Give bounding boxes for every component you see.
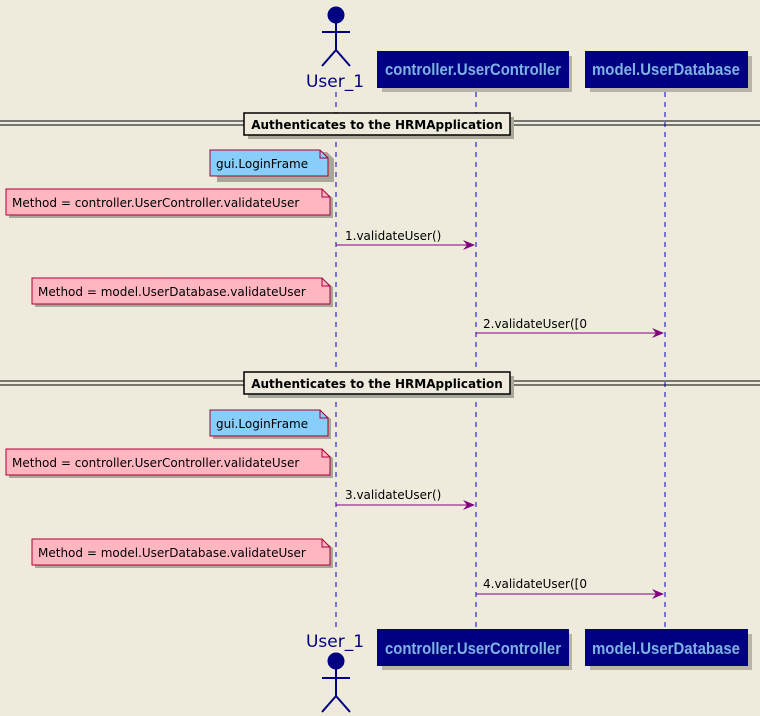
divider-label: Authenticates to the HRMApplication: [251, 377, 503, 391]
participant-label: controller.UserController: [385, 60, 561, 79]
arrowhead-icon: [463, 500, 475, 510]
divider-label: Authenticates to the HRMApplication: [251, 118, 503, 132]
arrowhead-icon: [463, 240, 475, 250]
section-divider-1: Authenticates to the HRMApplication: [0, 112, 760, 139]
actor-user-1-bottom[interactable]: User_1: [306, 632, 364, 713]
participant-model-bottom[interactable]: model.UserDatabase: [585, 629, 752, 670]
section-divider-2: Authenticates to the HRMApplication: [0, 371, 760, 398]
note-method-1: Method = controller.UserController.valid…: [5, 188, 333, 218]
participant-controller-top[interactable]: controller.UserController: [377, 51, 572, 92]
message-label: 1.validateUser(): [345, 229, 441, 243]
arrowhead-icon: [652, 328, 664, 338]
actor-label: User_1: [306, 72, 364, 92]
participant-model-top[interactable]: model.UserDatabase: [585, 51, 752, 92]
participant-controller-bottom[interactable]: controller.UserController: [377, 629, 572, 670]
message-4: 4.validateUser([0: [476, 577, 664, 599]
note-text: gui.LoginFrame: [216, 157, 308, 171]
note-text: Method = controller.UserController.valid…: [12, 456, 299, 470]
arrowhead-icon: [652, 589, 664, 599]
message-1: 1.validateUser(): [336, 229, 475, 250]
actor-stick-figure-icon: [321, 652, 351, 713]
actor-user-1-top[interactable]: User_1: [306, 6, 364, 92]
note-text: Method = model.UserDatabase.validateUser: [38, 546, 306, 560]
message-label: 4.validateUser([0: [483, 577, 587, 591]
actor-stick-figure-icon: [321, 6, 351, 67]
participant-label: model.UserDatabase: [592, 60, 740, 79]
note-text: Method = model.UserDatabase.validateUser: [38, 285, 306, 299]
message-label: 2.validateUser([0: [483, 317, 587, 331]
note-text: Method = controller.UserController.valid…: [12, 196, 299, 210]
note-login-frame-1: gui.LoginFrame: [209, 149, 334, 182]
note-method-4: Method = model.UserDatabase.validateUser: [31, 538, 333, 568]
message-3: 3.validateUser(): [336, 488, 475, 510]
note-method-3: Method = controller.UserController.valid…: [5, 448, 333, 478]
message-label: 3.validateUser(): [345, 488, 441, 502]
note-text: gui.LoginFrame: [216, 417, 308, 431]
note-login-frame-2: gui.LoginFrame: [209, 409, 331, 439]
message-2: 2.validateUser([0: [476, 317, 664, 338]
actor-label: User_1: [306, 632, 364, 652]
note-method-2: Method = model.UserDatabase.validateUser: [31, 277, 333, 307]
participant-label: model.UserDatabase: [592, 639, 740, 658]
participant-label: controller.UserController: [385, 639, 561, 658]
